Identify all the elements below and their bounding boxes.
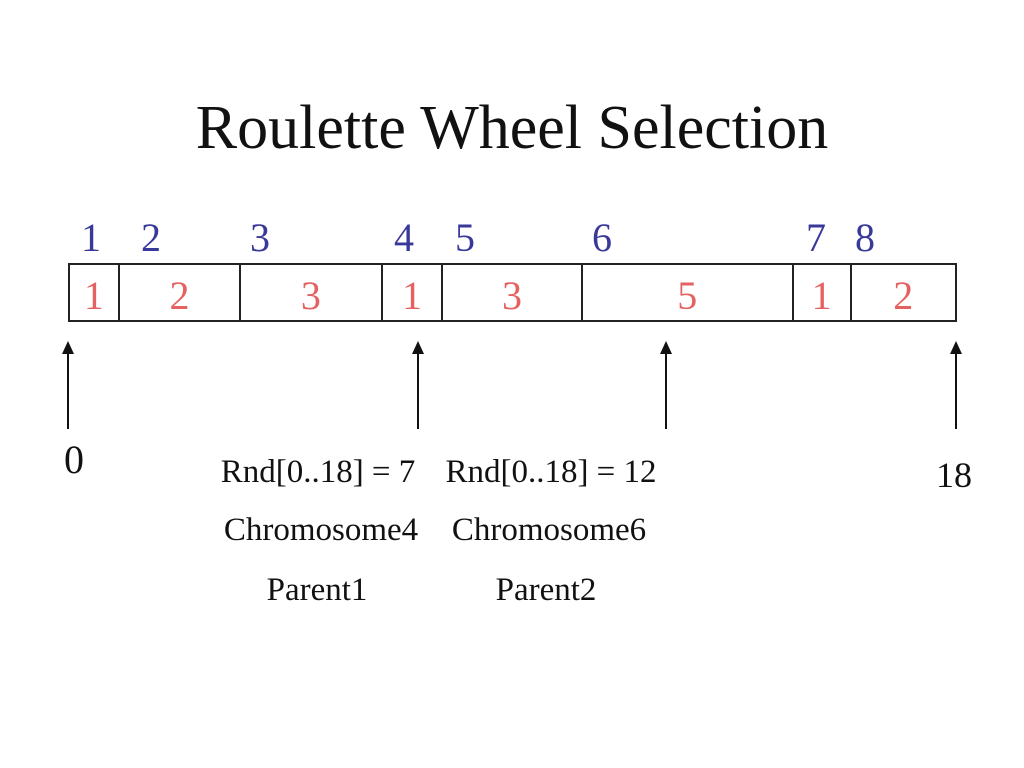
chromosome-index-label: 5 [455,215,475,260]
chromosome-right-label: Chromosome6 [451,512,647,548]
chromosome-index-label: 2 [141,215,161,260]
chromosome-index-row: 1 2 3 4 5 6 7 8 [68,216,957,260]
segment-fitness-label: 2 [169,272,190,318]
rnd-right-label: Rnd[0..18] = 12 [445,454,657,490]
chromosome-index-label: 4 [394,215,414,260]
segment-fitness-label: 3 [300,272,321,318]
bar-segment: 2 [852,265,956,320]
bar-segment: 5 [583,265,794,320]
scale-start-label: 0 [64,437,84,482]
bar-segment: 3 [443,265,583,320]
chromosome-index-label: 7 [806,215,826,260]
segment-fitness-label: 1 [83,272,104,318]
bar-segment: 3 [241,265,383,320]
chromosome-index-label: 1 [81,215,101,260]
chromosome-index-label: 8 [855,215,875,260]
arrow-up-icon [62,341,74,354]
bar-segment: 1 [70,265,120,320]
bar-segment: 1 [794,265,852,320]
segment-fitness-label: 2 [893,272,914,318]
segment-fitness-label: 5 [677,272,698,318]
chromosome-left-label: Chromosome4 [223,512,419,548]
position-arrow-rnd12 [659,341,673,429]
rnd-left-label: Rnd[0..18] = 7 [220,454,416,490]
segment-fitness-label: 1 [401,272,422,318]
segment-fitness-label: 3 [502,272,523,318]
chromosome-index-label: 3 [250,215,270,260]
slide-title: Roulette Wheel Selection [195,94,829,162]
parent-right-label: Parent2 [495,572,597,608]
scale-end-label: 18 [936,455,972,495]
arrow-up-icon [660,341,672,354]
fitness-bar: 1 2 3 1 3 5 1 2 [68,263,957,322]
segment-fitness-label: 1 [811,272,832,318]
bar-segment: 1 [383,265,444,320]
arrow-up-icon [412,341,424,354]
arrow-up-icon [950,341,962,354]
position-arrow-end [949,341,963,429]
position-arrow-rnd7 [411,341,425,429]
parent-left-label: Parent1 [266,572,368,608]
position-arrow-start [61,341,75,429]
bar-segment: 2 [120,265,242,320]
chromosome-index-label: 6 [592,215,612,260]
